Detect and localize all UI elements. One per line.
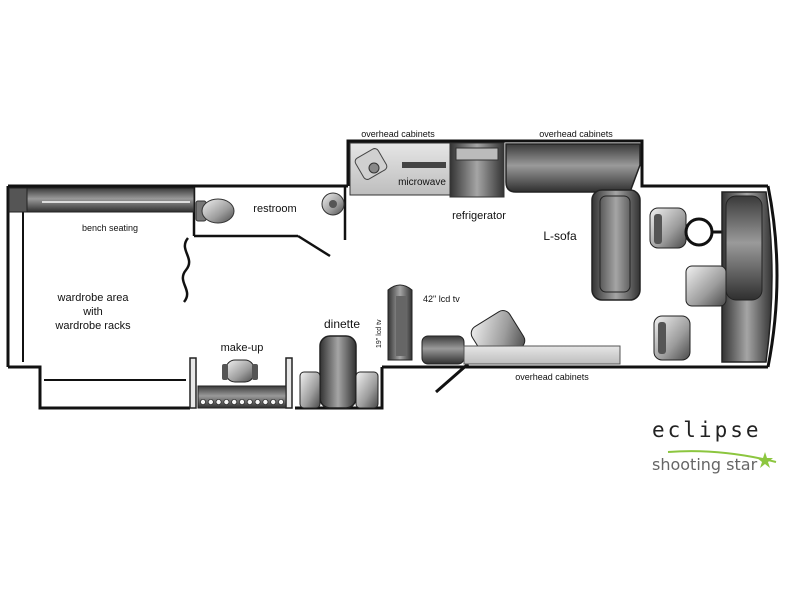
vanity-bulb [215,398,222,405]
label-overhead-cabinets-top-right: overhead cabinets [539,129,613,139]
restroom-walls [192,186,347,258]
label-overhead-cabinets-bottom: overhead cabinets [515,372,589,382]
vanity-bulb [207,398,214,405]
vanity-bulb [199,398,206,405]
kitchen-counter [349,142,451,196]
exterior-walls [6,139,779,410]
vanity-bulb [254,398,261,405]
vanity-bulb [262,398,269,405]
label-bench-seating: bench seating [82,223,138,233]
front-table [685,265,727,307]
refrigerator [449,142,505,198]
vanity-bulb [231,398,238,405]
bench-seating [8,187,195,213]
label-restroom: restroom [253,203,296,215]
vanity-bulb [277,398,284,405]
bottom-counter [463,345,621,365]
side-ottoman [421,335,465,365]
label-makeup: make-up [221,342,264,354]
brand-tagline: shooting star [652,455,758,474]
label-dinette: dinette [324,317,360,331]
l-sofa [505,143,641,301]
rear-inner-walls [22,200,186,381]
entry-door[interactable] [435,362,469,394]
star-icon [757,452,773,468]
dinette-booth [299,335,379,409]
label-wardrobe-line2: with [82,306,103,318]
vanity-bulb [238,398,245,405]
driver-seat [649,207,687,249]
vanity-bulb [270,398,277,405]
label-overhead-cabinets-top-left: overhead cabinets [361,129,435,139]
label-microwave: microwave [398,177,446,188]
label-lcd-tv-42: 42" lcd tv [423,294,460,304]
brand-logo: eclipse shooting star [652,418,777,474]
label-l-sofa: L-sofa [543,229,577,243]
makeup-chair [222,359,258,383]
partition-walls [189,357,293,409]
label-lcd-tv-19: 19" lcd tv [376,319,383,348]
label-refrigerator: refrigerator [452,210,506,222]
passenger-seat [653,315,691,361]
vanity-lights [199,398,284,405]
brand-name: eclipse [652,418,762,442]
dashboard [721,191,773,363]
privacy-curtain [181,237,191,303]
label-wardrobe-line1: wardrobe area [57,292,130,304]
label-wardrobe-line3: wardrobe racks [54,320,131,332]
vanity-bulb [223,398,230,405]
tv-42-cabinet [387,284,413,361]
toilet [195,198,235,224]
vanity-bulb [246,398,253,405]
steering-wheel[interactable] [684,217,722,247]
sink [321,192,345,216]
